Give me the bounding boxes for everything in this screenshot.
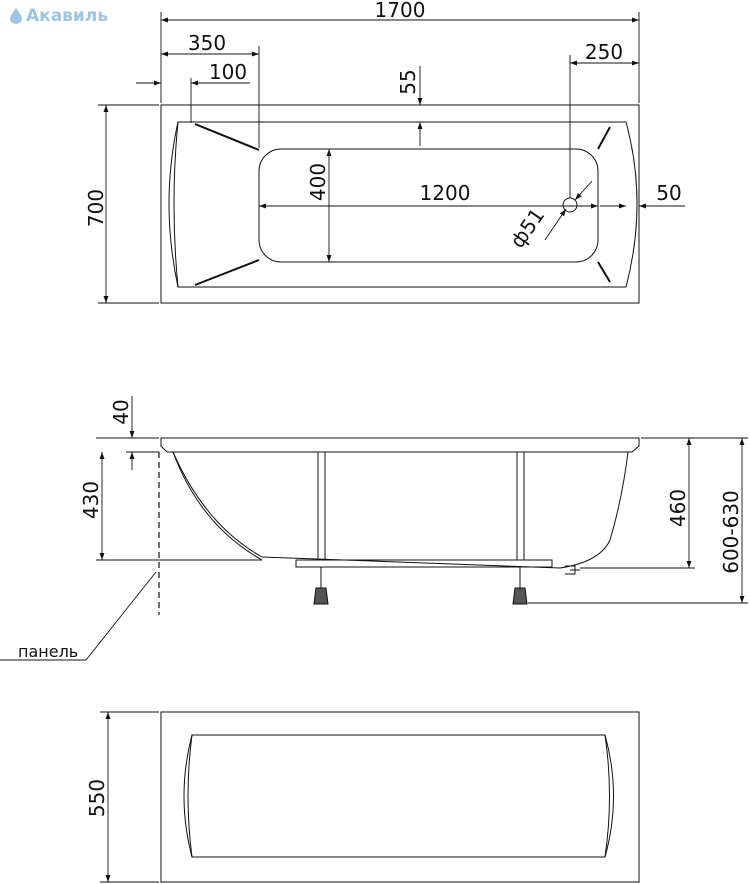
tub-frame-bar	[295, 559, 553, 568]
dim-drain-diameter: ф51	[505, 204, 549, 253]
tub-body-side	[172, 451, 629, 569]
tub-foot-left	[313, 587, 329, 605]
tub-leg-right	[516, 451, 525, 561]
tub-rim-side	[160, 437, 640, 453]
brand-logo: Акавиль	[10, 6, 108, 26]
tub-inner-outline-end	[183, 734, 614, 858]
panel-label: панель	[18, 642, 78, 661]
tub-outline-end	[160, 711, 640, 883]
dim-offset-350: 350	[188, 31, 226, 55]
dim-width-550: 550	[85, 779, 109, 817]
dim-width-700: 700	[84, 189, 108, 227]
dim-rim-55: 55	[396, 69, 420, 94]
dim-inner-length-1200: 1200	[420, 181, 471, 205]
top-view: 1700 350 100 55 250 700	[84, 0, 685, 304]
dim-rim-height-40: 40	[109, 399, 133, 424]
dim-inner-width-400: 400	[306, 163, 330, 201]
tub-leg-left	[317, 451, 326, 561]
bottom-view: 550	[85, 711, 640, 883]
dim-drain-offset-250: 250	[585, 40, 623, 64]
dim-depth-430: 430	[79, 481, 103, 519]
side-view: панель 40 430 460 600-630	[0, 396, 748, 661]
drop-icon	[10, 8, 22, 24]
brand-name: Акавиль	[26, 6, 109, 26]
tub-bowl-outline	[168, 121, 638, 288]
dim-total-height: 600-630	[719, 490, 743, 574]
tub-foot-right	[512, 587, 528, 605]
dim-offset-100: 100	[209, 60, 247, 84]
dim-length-1700: 1700	[375, 0, 426, 22]
tub-outline-top	[160, 104, 640, 304]
dim-end-rim-50: 50	[656, 181, 681, 205]
dim-inner-height-460: 460	[666, 489, 690, 527]
